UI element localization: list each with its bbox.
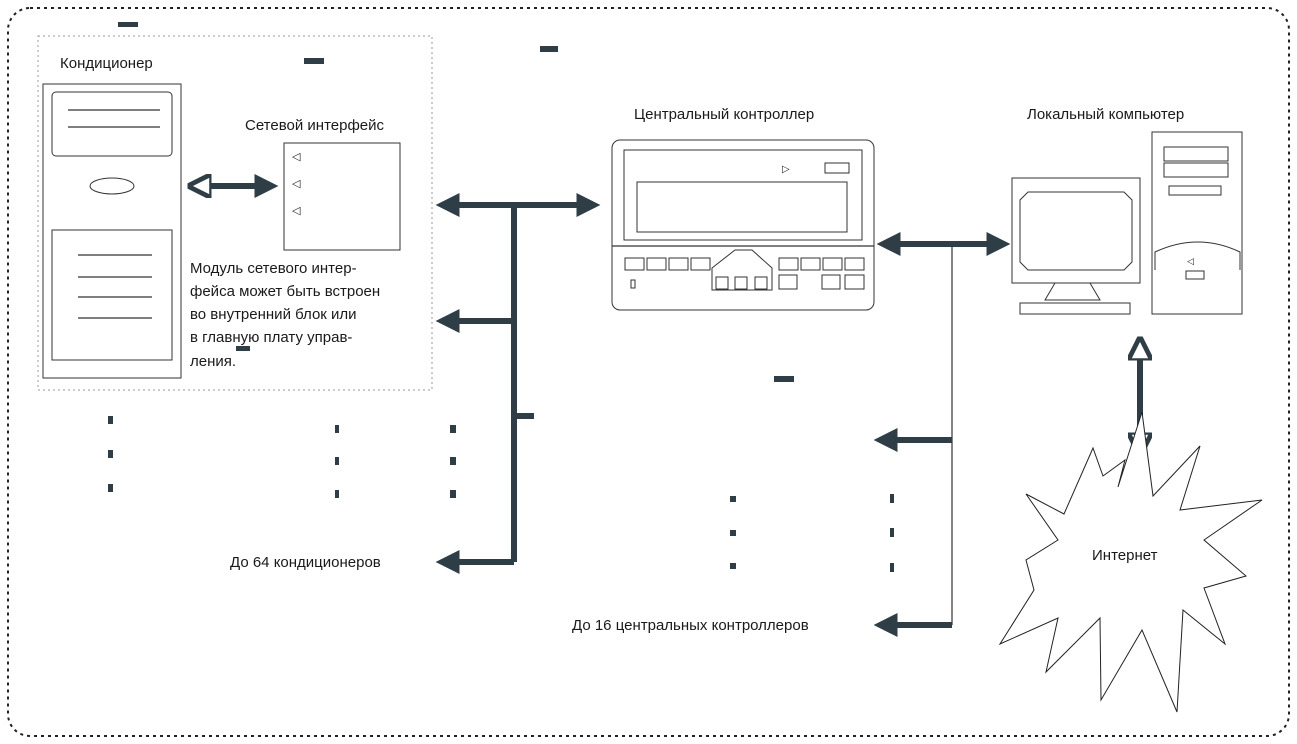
stray-mark <box>236 346 250 351</box>
module-note-line: в главную плату управ- <box>190 329 352 346</box>
module-note: Модуль сетевого интер- фейса может быть … <box>190 260 384 370</box>
bus-right <box>873 232 1011 637</box>
internet-label: Интернет <box>1092 547 1158 564</box>
ellipsis-dots-right <box>730 494 894 572</box>
module-note-line: во внутренний блок или <box>190 306 357 323</box>
network-interface-title: Сетевой интерфейс <box>245 117 385 134</box>
module-note-line: ления. <box>190 353 236 370</box>
ac-group-frame <box>37 35 433 391</box>
svg-text:◁: ◁ <box>1187 256 1194 266</box>
network-interface-module-icon: ◁ ◁ ◁ <box>283 142 401 251</box>
desktop-computer-icon: ◁ <box>1011 131 1243 315</box>
outer-frame <box>7 7 1290 737</box>
local-computer-title: Локальный компьютер <box>1027 106 1184 123</box>
svg-text:◁: ◁ <box>292 178 301 190</box>
stray-mark <box>118 22 138 27</box>
ac-title: Кондиционер <box>60 55 153 72</box>
bus-left <box>435 193 601 574</box>
ellipsis-dots <box>108 416 456 498</box>
module-note-line: фейса может быть встроен <box>190 283 380 300</box>
svg-text:◁: ◁ <box>292 205 301 217</box>
up-to-64-label: До 64 кондиционеров <box>230 554 381 571</box>
central-controller-title: Центральный контроллер <box>634 106 814 123</box>
svg-text:◁: ◁ <box>292 151 301 163</box>
internet-burst-icon <box>998 411 1263 713</box>
stray-mark <box>540 46 558 52</box>
up-to-16-label: До 16 центральных контроллеров <box>572 617 809 634</box>
stray-mark <box>774 376 794 382</box>
central-controller-icon: ▷ <box>611 139 875 311</box>
stray-mark <box>304 58 324 64</box>
svg-text:▷: ▷ <box>782 164 790 175</box>
air-conditioner-unit-icon <box>42 83 182 379</box>
module-note-line: Модуль сетевого интер- <box>190 260 357 277</box>
